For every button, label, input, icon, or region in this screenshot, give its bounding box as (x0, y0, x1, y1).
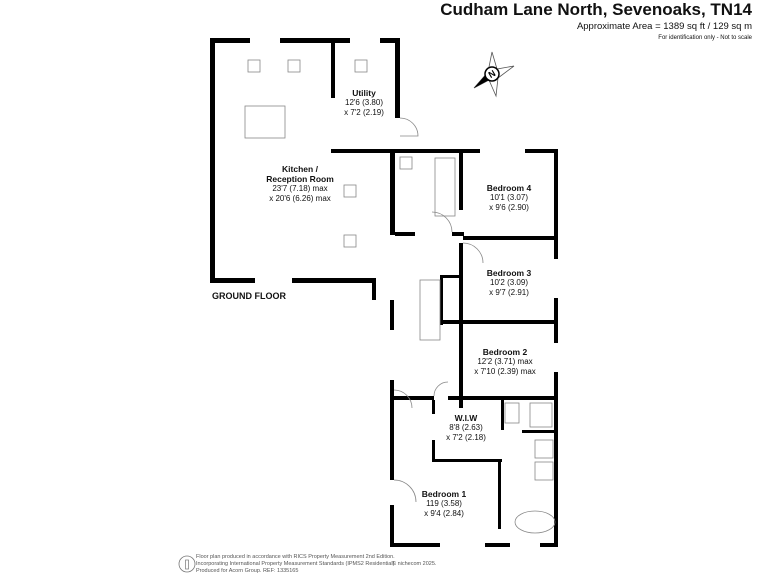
room-dimension: 23'7 (7.18) max (272, 184, 328, 193)
room-dimension: 10'1 (3.07) (490, 193, 528, 202)
room-dimension: x 7'2 (2.19) (344, 108, 384, 117)
room-name: Utility (352, 88, 376, 98)
room-dimension: 8'8 (2.63) (449, 423, 483, 432)
fixtures (244, 59, 556, 534)
footer-line: Floor plan produced in accordance with R… (196, 554, 395, 560)
floor-label: GROUND FLOOR (212, 291, 286, 301)
room-name: Kitchen / Reception Room (266, 164, 334, 184)
approximate-area: Approximate Area = 1389 sq ft / 129 sq m (576, 21, 752, 32)
walls (210, 38, 558, 547)
room-name: Bedroom 4 (486, 183, 532, 193)
room-dimension: x 9'4 (2.84) (424, 509, 464, 518)
footer-notes: Floor plan produced in accordance with R… (196, 554, 396, 575)
north-compass-icon: N (473, 51, 515, 98)
compass-label: N (487, 68, 498, 80)
info-icon (178, 555, 196, 573)
room-name: Bedroom 2 (482, 347, 528, 357)
footer-line: Incorporating International Property Mea… (196, 561, 396, 567)
copyright: © nichecom 2025. (392, 561, 437, 567)
room-name: Bedroom 3 (486, 268, 532, 278)
page-title: Cudham Lane North, Sevenoaks, TN14 (440, 0, 752, 19)
room-dimension: x 9'6 (2.90) (489, 203, 529, 212)
room-dimension: 10'2 (3.09) (490, 278, 528, 287)
room-dimension: x 20'6 (6.26) max (269, 194, 331, 203)
room-dimension: 12'2 (3.71) max (477, 357, 533, 366)
room-name: W.I.W (454, 413, 478, 423)
scale-note: For identification only - Not to scale (658, 35, 752, 41)
room-name: Bedroom 1 (421, 489, 467, 499)
room-dimension: x 7'2 (2.18) (446, 433, 486, 442)
room-dimension: 119 (3.58) (426, 499, 462, 508)
room-dimension: x 9'7 (2.91) (489, 288, 529, 297)
room-dimension: x 7'10 (2.39) max (474, 367, 536, 376)
footer-line: Produced for Acorn Group. REF: 1335165 (196, 568, 299, 574)
room-dimension: 12'6 (3.80) (345, 98, 383, 107)
